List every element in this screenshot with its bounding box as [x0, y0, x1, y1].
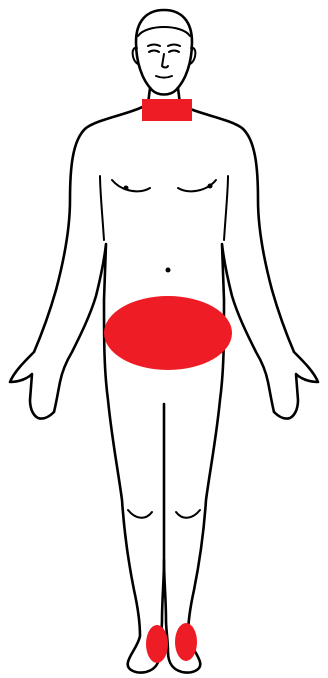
left-eyebrow — [168, 45, 180, 47]
navel — [166, 268, 171, 273]
left-eye — [169, 51, 179, 53]
nose — [162, 54, 168, 68]
mouth — [156, 76, 172, 78]
torso-outline-left — [164, 104, 318, 673]
right-eye — [149, 51, 159, 53]
pelvis-highlight — [104, 296, 232, 370]
hairline — [138, 27, 190, 36]
right-eyebrow — [148, 45, 160, 47]
torso-outline — [10, 104, 164, 673]
left-inner-arm — [224, 176, 228, 240]
right-inner-arm — [100, 176, 104, 240]
head-outline — [136, 10, 192, 95]
right-ankle-highlight — [146, 625, 168, 663]
right-pectoral — [112, 180, 150, 191]
neck-highlight — [142, 99, 192, 121]
left-ankle-highlight — [175, 623, 197, 661]
right-knee — [128, 510, 152, 518]
left-nipple — [208, 184, 213, 189]
right-nipple — [124, 186, 129, 191]
left-knee — [176, 510, 200, 518]
